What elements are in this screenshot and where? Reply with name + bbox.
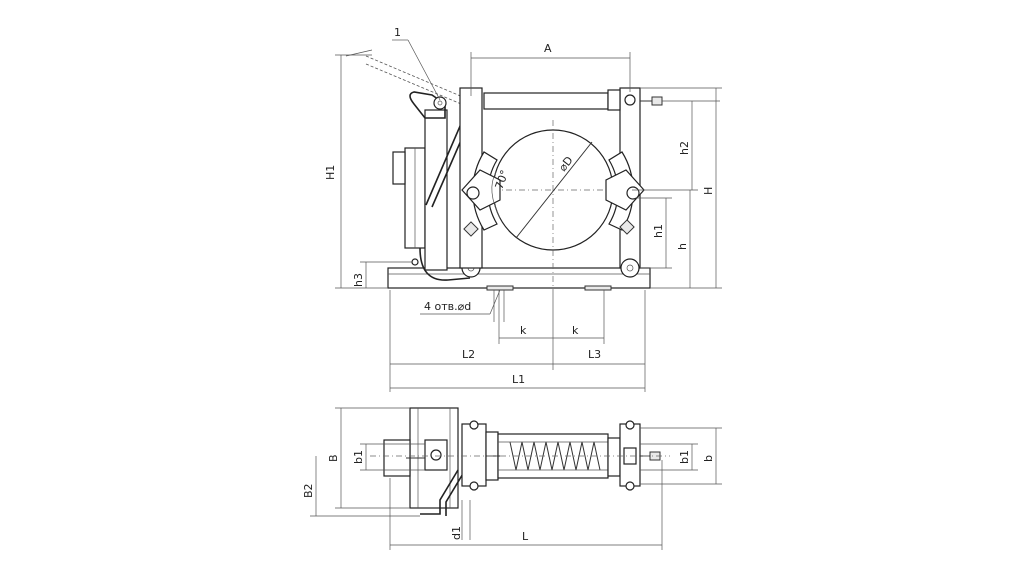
hook-bracket	[409, 91, 446, 119]
dim-k: k k	[498, 290, 605, 370]
dim-B: B	[327, 407, 410, 509]
adjuster-right	[619, 219, 635, 235]
lever-alt-position-2	[365, 63, 467, 107]
dim-k-left-label: k	[520, 324, 527, 337]
diameter-line	[515, 141, 593, 239]
dim-holes: 4 отв.⌀d	[420, 289, 505, 322]
dim-B-label: B	[327, 454, 340, 462]
dim-L1: L1	[390, 373, 645, 389]
top-left-arm	[461, 423, 487, 487]
thruster-body	[424, 109, 448, 271]
dim-h3-label: h3	[352, 273, 365, 287]
pin-upper-left	[433, 96, 447, 110]
dim-b1-right: b1	[640, 443, 698, 471]
shoe-bracket-right	[605, 169, 645, 211]
dim-d1-label: d1	[450, 526, 463, 540]
dim-L3-label: L3	[588, 348, 601, 361]
dim-A-label: A	[544, 42, 552, 55]
dim-b: b	[640, 427, 722, 485]
dim-h: h	[676, 190, 691, 288]
top-view: B B2 b1 b1 b	[302, 407, 722, 550]
callout-leader	[407, 39, 441, 101]
dim-A: A	[470, 42, 631, 96]
dim-h2: h2	[632, 100, 720, 191]
dim-H: H	[640, 87, 722, 289]
dim-b1-left: b1	[352, 443, 425, 471]
dim-h-label: h	[676, 243, 689, 250]
small-bolt	[411, 258, 419, 266]
lower-hook	[419, 247, 471, 281]
front-view: 1 ⌀D 70°	[324, 26, 722, 392]
angle-label: 70°	[493, 168, 512, 191]
dim-h1: h1	[636, 197, 672, 269]
dim-k-right-label: k	[572, 324, 579, 337]
base-plate	[387, 267, 651, 289]
dim-b1-right-label: b1	[678, 450, 691, 464]
angle-arc	[491, 171, 501, 219]
pin-lower-right	[620, 258, 640, 278]
dim-L2-L3: L2 L3	[389, 290, 646, 392]
dim-B2: B2	[302, 456, 420, 517]
lever-alt-position-1	[365, 55, 471, 101]
rod-end-block	[607, 89, 621, 111]
dim-H1: H1	[324, 54, 388, 289]
holes-label: 4 отв.⌀d	[424, 300, 471, 313]
dim-b1-left-label: b1	[352, 450, 365, 464]
dim-L2-label: L2	[462, 348, 475, 361]
dim-h2-label: h2	[678, 141, 691, 155]
dim-h3: h3	[352, 261, 412, 288]
foot-left	[486, 285, 514, 291]
dim-L-label: L	[522, 530, 529, 543]
shoe-bracket-left	[461, 169, 501, 211]
tie-rod-cylinder	[483, 92, 609, 110]
foot-right	[584, 285, 612, 291]
dim-b-label: b	[702, 455, 715, 462]
adjuster-left	[463, 221, 479, 237]
dim-H1-label: H1	[324, 165, 337, 180]
dim-L: L	[389, 460, 663, 550]
dim-L1-label: L1	[512, 373, 525, 386]
dim-h1-label: h1	[652, 224, 665, 238]
thruster-cap	[392, 151, 406, 185]
dim-B2-label: B2	[302, 483, 315, 498]
top-lever	[420, 469, 459, 515]
pin-upper-right	[624, 94, 636, 106]
dim-H-label: H	[702, 187, 715, 195]
callout-1-label: 1	[394, 26, 401, 39]
dim-d1: d1	[450, 500, 471, 540]
